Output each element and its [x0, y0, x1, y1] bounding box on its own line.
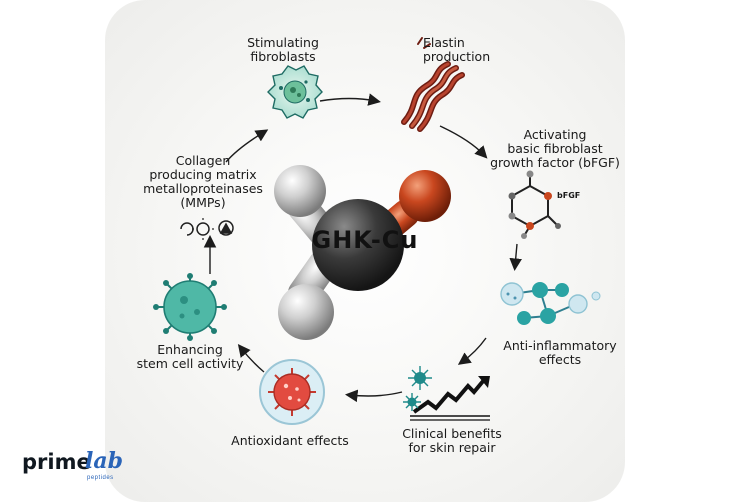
cycle-arrows — [203, 93, 522, 403]
mmp-icons — [180, 218, 234, 240]
clinical-benefits-icon — [403, 366, 490, 421]
arrow-elastin-to-bfgf — [439, 125, 488, 159]
antioxidant-virus-icon — [259, 359, 325, 425]
stem-cell-icon — [153, 273, 227, 341]
ghk-cu-molecule — [274, 165, 451, 340]
brand-logo: prime lab peptides — [22, 448, 142, 490]
arrow-bfgf-to-antiinflammatory — [509, 243, 522, 272]
arrow-antioxidant-to-stemcell — [237, 344, 265, 373]
arrow-clinical-to-antioxidant — [344, 389, 403, 403]
fibroblast-cell-icon — [267, 65, 323, 119]
bfgf-icon-label: bFGF — [557, 191, 581, 200]
center-title: GHK-Cu — [311, 226, 419, 254]
logo-sub: peptides — [87, 475, 114, 481]
elastin-fibers-icon — [401, 37, 465, 132]
label-antioxidant: Antioxidant effects — [231, 433, 349, 448]
logo-lab: lab — [85, 448, 123, 474]
anti-inflammatory-network-icon — [500, 282, 601, 325]
arrow-antiinflammatory-to-clinical — [457, 337, 487, 365]
atom-grey-top — [274, 165, 326, 217]
bfgf-molecule-icon — [508, 170, 561, 239]
arrow-fibroblasts-to-elastin — [319, 93, 381, 106]
arrow-mmps-to-fibroblasts — [225, 129, 269, 163]
atom-copper — [399, 170, 451, 222]
logo-prime: prime — [22, 450, 91, 474]
atom-dark-center — [312, 199, 404, 291]
atom-grey-bottom — [278, 284, 334, 340]
